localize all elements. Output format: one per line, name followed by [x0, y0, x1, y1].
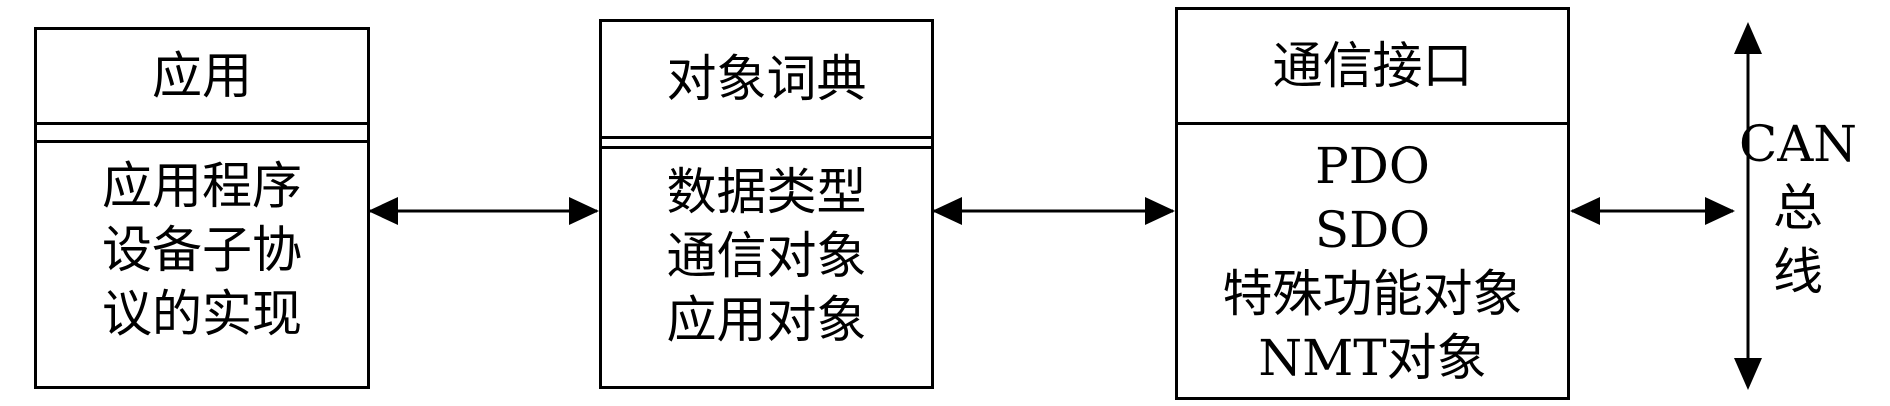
- object-dictionary-divider-bottom: [602, 146, 931, 149]
- application-title: 应用: [152, 47, 252, 105]
- application-box: 应用 应用程序 设备子协 议的实现: [34, 27, 370, 389]
- can-bus-label-line-1: CAN: [1738, 115, 1858, 173]
- arrow-dictionary-interface: [932, 197, 1175, 225]
- can-bus-arrow: [1734, 22, 1762, 390]
- arrow-interface-bus: [1570, 197, 1735, 225]
- communication-interface-box: 通信接口 PDO SDO 特殊功能对象 NMT对象: [1175, 7, 1570, 400]
- object-dictionary-line-3: 应用对象: [666, 291, 867, 349]
- communication-interface-line-3: 特殊功能对象: [1222, 265, 1523, 323]
- application-line-1: 应用程序: [102, 157, 302, 215]
- object-dictionary-line-1: 数据类型: [666, 163, 867, 221]
- application-divider-bottom: [37, 140, 367, 143]
- application-line-2: 设备子协: [102, 221, 302, 279]
- communication-interface-title: 通信接口: [1272, 37, 1473, 95]
- communication-interface-body: PDO SDO 特殊功能对象 NMT对象: [1178, 134, 1567, 390]
- can-bus-label-line-3: 线: [1773, 243, 1823, 301]
- communication-interface-line-4: NMT对象: [1258, 329, 1487, 387]
- can-bus-label-line-2: 总: [1773, 179, 1823, 237]
- communication-interface-line-2: SDO: [1314, 201, 1431, 259]
- arrow-app-dictionary: [368, 197, 599, 225]
- communication-interface-divider: [1178, 122, 1567, 125]
- object-dictionary-title: 对象词典: [666, 50, 867, 108]
- object-dictionary-divider-top: [602, 136, 931, 139]
- communication-interface-line-1: PDO: [1315, 137, 1430, 195]
- object-dictionary-box: 对象词典 数据类型 通信对象 应用对象: [599, 19, 934, 389]
- can-bus-label: CAN 总 线: [1728, 112, 1868, 304]
- application-divider-top: [37, 122, 367, 125]
- application-line-3: 议的实现: [102, 285, 302, 343]
- application-body: 应用程序 设备子协 议的实现: [37, 154, 367, 346]
- object-dictionary-line-2: 通信对象: [666, 227, 867, 285]
- object-dictionary-body: 数据类型 通信对象 应用对象: [602, 160, 931, 352]
